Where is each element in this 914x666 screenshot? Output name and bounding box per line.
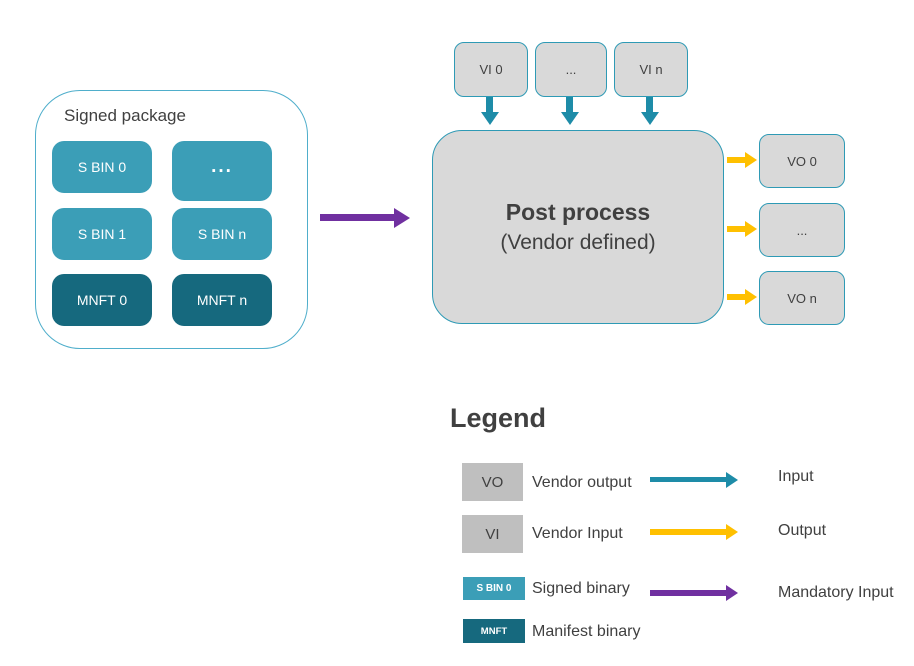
legend-label-vendor-output: Vendor output [532, 474, 632, 491]
legend-label-input: Input [778, 468, 814, 485]
legend-label-manifest-binary: Manifest binary [532, 623, 641, 640]
legend-label-mandatory-input: Mandatory Input [778, 584, 894, 601]
manifest-binary-box-0: MNFT 0 [52, 274, 152, 326]
legend-label-vendor-input: Vendor Input [532, 525, 623, 542]
legend-swatch-signed-binary: S BIN 0 [463, 577, 525, 600]
output-arrow-1 [727, 226, 745, 232]
signed-binary-box-1: S BIN 1 [52, 208, 152, 260]
vendor-output-box-0: VO 0 [759, 134, 845, 188]
legend-label-output: Output [778, 522, 827, 539]
legend-swatch-manifest-binary: MNFT [463, 619, 525, 643]
post-process-box: Post process (Vendor defined) [432, 130, 724, 324]
vendor-input-box-0: VI 0 [454, 42, 528, 97]
legend-mandatory-input-arrow [650, 590, 726, 596]
signed-binary-box-0: S BIN 0 [52, 141, 152, 193]
legend-title: Legend [450, 403, 547, 433]
input-arrow-0 [486, 97, 493, 112]
legend-swatch-vendor-output: VO [462, 463, 523, 501]
signed-package-title: Signed package [64, 106, 186, 125]
vendor-output-box-ellipsis: ... [759, 203, 845, 257]
signed-binary-box-n: S BIN n [172, 208, 272, 260]
signed-binary-box-ellipsis: ... [172, 141, 272, 201]
vendor-input-box-ellipsis: ... [535, 42, 607, 97]
post-process-subtitle: (Vendor defined) [500, 231, 656, 255]
manifest-binary-box-n: MNFT n [172, 274, 272, 326]
mandatory-input-arrow [320, 214, 394, 221]
vendor-input-box-n: VI n [614, 42, 688, 97]
legend-label-signed-binary: Signed binary [532, 580, 630, 597]
input-arrow-2 [646, 97, 653, 112]
output-arrow-0 [727, 157, 745, 163]
post-process-title: Post process [505, 199, 651, 226]
output-arrow-2 [727, 294, 745, 300]
input-arrow-1 [566, 97, 573, 112]
vendor-output-box-n: VO n [759, 271, 845, 325]
legend-output-arrow [650, 529, 726, 535]
legend-input-arrow [650, 477, 726, 482]
legend-swatch-vendor-input: VI [462, 515, 523, 553]
